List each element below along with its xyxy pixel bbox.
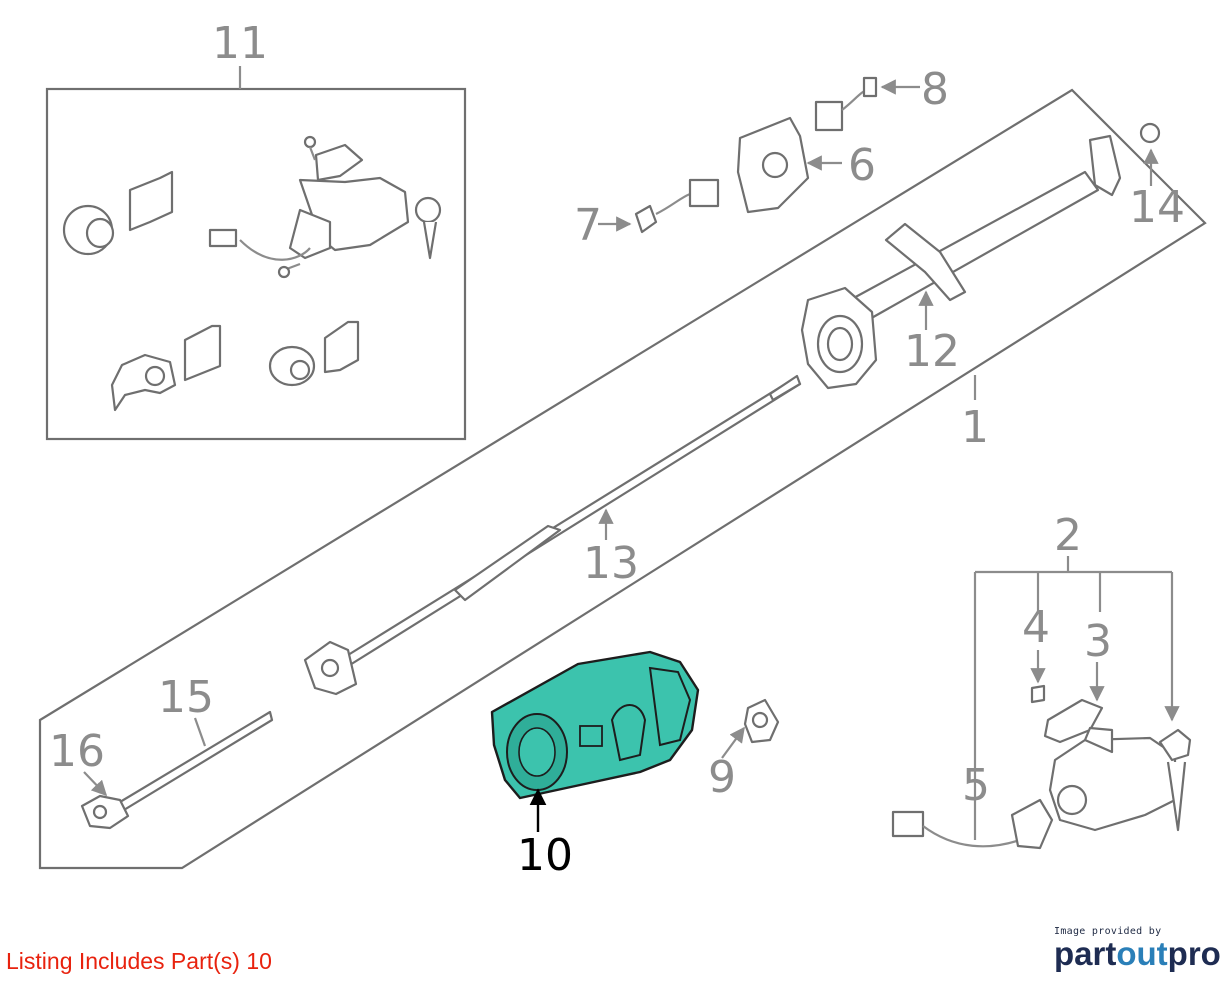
steering-shaft [303,374,802,696]
listing-includes-text: Listing Includes Part(s) 10 [6,948,272,974]
callout-10: 10 [517,830,573,881]
brand-caption: Image provided by [1054,926,1162,937]
switch-parts-group [634,76,1161,234]
joint-parts-group [80,710,274,830]
callout-4: 4 [1022,602,1050,653]
callout-13: 13 [583,538,639,589]
part-10-column-cover [490,650,700,800]
callout-16: 16 [49,726,105,777]
callout-14: 14 [1129,182,1185,233]
callout-7: 7 [574,200,602,251]
assembly-outline [38,88,1207,870]
callout-15: 15 [158,672,214,723]
callout-11: 11 [212,18,268,69]
column-tube [800,134,1122,390]
callout-1: 1 [961,402,989,453]
lock-parts-group [62,135,442,412]
part-2-group [891,556,1192,850]
callout-3: 3 [1084,616,1112,667]
brand-logo: Image provided by partoutpro [1054,926,1221,973]
callout-5: 5 [962,760,990,811]
leader-lines [83,79,1159,832]
callout-6: 6 [848,140,876,191]
callout-8: 8 [921,64,949,115]
brand-name: partoutpro [1054,935,1221,972]
callout-2: 2 [1054,510,1082,561]
callout-12: 12 [904,326,960,377]
callout-9: 9 [708,752,736,803]
box-11 [45,87,467,441]
